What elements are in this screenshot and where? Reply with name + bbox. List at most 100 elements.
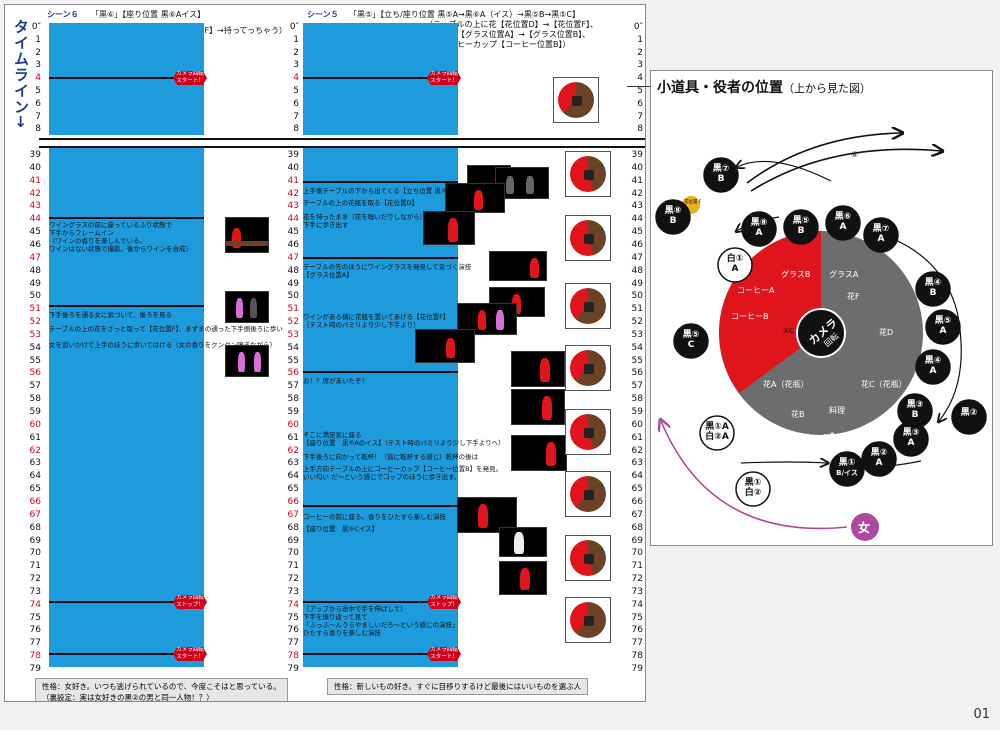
timeline-second: 59 [631, 407, 643, 417]
timeline-second: 64 [631, 471, 643, 482]
scene5-note: 上手方向テーブルの上にコーヒーカップ【コーヒー位置B】を発見。 [303, 465, 503, 473]
timeline-second: 65 [29, 484, 41, 495]
timeline-second: 63 [29, 458, 41, 469]
timeline-second: 5 [293, 86, 299, 96]
timeline-second: 47 [29, 252, 41, 263]
timeline-second: 77 [287, 638, 299, 649]
actor-label: 黒① [839, 457, 856, 468]
timeline-second: 46 [631, 239, 643, 250]
timeline-second: 59 [287, 407, 299, 417]
timeline-second: 75 [29, 612, 41, 623]
timeline-second: 74 [287, 599, 299, 610]
camera-start-tag: カメラ回転 スタート！ [427, 71, 461, 85]
timeline-second: 46 [29, 239, 41, 250]
timeline-second: 2 [637, 47, 643, 58]
timeline-second: 57 [287, 381, 299, 392]
timeline-second: 1 [35, 34, 41, 45]
timeline-second: 8 [293, 124, 299, 135]
marker-line [303, 653, 458, 655]
scene-thumbnail [225, 291, 269, 323]
actor-marker [783, 209, 819, 245]
scene-thumbnail [511, 351, 565, 387]
timeline-second: 69 [287, 535, 299, 546]
actor-label: B/イス [836, 469, 858, 477]
timeline-second: 49 [631, 278, 643, 289]
scene5-trait: 性格：新しいもの好き。すぐに目移りするけど最後にはいいものを選ぶ人 [327, 678, 589, 695]
timeline-second: 56 [631, 368, 643, 379]
timeline-second: 55 [29, 355, 41, 366]
route-mark: ⑤C [783, 327, 794, 335]
timeline-second: 1 [293, 34, 299, 45]
timeline-second: 40 [631, 162, 643, 173]
timeline-second: 6 [293, 98, 299, 109]
timeline-second: 66 [631, 496, 643, 507]
actor-marker [925, 309, 961, 345]
actor-marker [655, 199, 691, 235]
timeline-second: 42 [29, 188, 41, 199]
timeline-second: 68 [287, 522, 299, 533]
timeline-second: 50 [287, 291, 299, 302]
scene5-note: 【座り位置 黒⑥Aのイス】（テスト時のバミリより少し下手よりへ） [303, 439, 505, 447]
timeline-second: 62 [287, 445, 299, 456]
actor-label: A [876, 458, 883, 468]
timeline-second: 5 [35, 86, 41, 96]
actor-marker [915, 349, 951, 385]
timeline-second: 45 [631, 227, 643, 238]
camera-start-tag: カメラ回転 スタート！ [173, 71, 207, 85]
timeline-second: 48 [287, 265, 299, 276]
actor-label: 白②A [705, 430, 729, 442]
actor-label: A [732, 264, 739, 274]
scene6-label: シーン６ [47, 10, 79, 19]
actor-label: 黒④ [925, 355, 942, 366]
timeline-second: 49 [287, 278, 299, 289]
timeline-second: 58 [287, 394, 299, 405]
timeline-second: 57 [29, 381, 41, 392]
scene6-note: テーブルの上の花をさっと取って【花位置F】、まずまの通った下手側後ろに歩い [49, 325, 283, 333]
movement-arrow [746, 133, 901, 184]
timeline-second: 3 [35, 60, 41, 71]
timeline-second: 43 [29, 201, 41, 212]
item-label: 花B [791, 409, 805, 419]
timeline-second: 8 [637, 124, 643, 135]
timeline-second: 3 [293, 60, 299, 71]
actor-label: 黒④ [925, 277, 942, 288]
timeline-second: 6 [637, 98, 643, 109]
scene6-note: ワイングラスの前に座っているふり状態で [49, 221, 173, 229]
topview-thumbnail [565, 345, 611, 391]
topview-thumbnail [565, 283, 611, 329]
actor-marker [825, 205, 861, 241]
scene-thumbnail [225, 217, 269, 253]
scene6-title: 「黒⑥」【座り位置 黒⑥Aイス】 [91, 10, 206, 19]
timeline-second: 4 [637, 73, 643, 84]
timeline-second: 56 [287, 368, 299, 379]
actor-label: 黒⑦ [713, 163, 730, 174]
timeline-second: 1 [637, 34, 643, 45]
scene5-note: そこに満足気に座る [303, 431, 362, 439]
timeline-second: 68 [29, 522, 41, 533]
timeline-second: 64 [287, 471, 299, 482]
timeline-second: 47 [631, 252, 643, 263]
actor-marker [673, 323, 709, 359]
marker-line [303, 371, 458, 373]
movement-arrow [750, 149, 941, 192]
actor-label: 白② [745, 486, 762, 498]
timeline-second: 52 [631, 317, 643, 328]
table-label: テーブル [799, 431, 846, 446]
scene5-note: 下手後ろに向かって乾杯！（皆に乾杯する感じ）乾杯の後は [303, 453, 479, 461]
timeline-second: 0″ [633, 22, 643, 32]
timeline-second: 54 [631, 342, 643, 353]
item-label: グラスB [781, 269, 810, 279]
timeline-second: 42 [631, 188, 643, 199]
scene6-trait-text: 性格：女好き。いつも逃げられているので、今度こそはと思っている。 （裏設定：実は… [42, 682, 281, 702]
timeline-second: 7 [637, 111, 643, 122]
timeline-second: 4 [35, 73, 41, 84]
timeline-second: 79 [287, 664, 299, 674]
item-label: コーヒーA [737, 286, 775, 295]
marker-line [49, 653, 204, 655]
timeline-second: 44 [287, 214, 299, 225]
timeline-second: 45 [29, 227, 41, 238]
actor-label: 黒⑤ [793, 215, 810, 226]
actor-marker [951, 399, 987, 435]
